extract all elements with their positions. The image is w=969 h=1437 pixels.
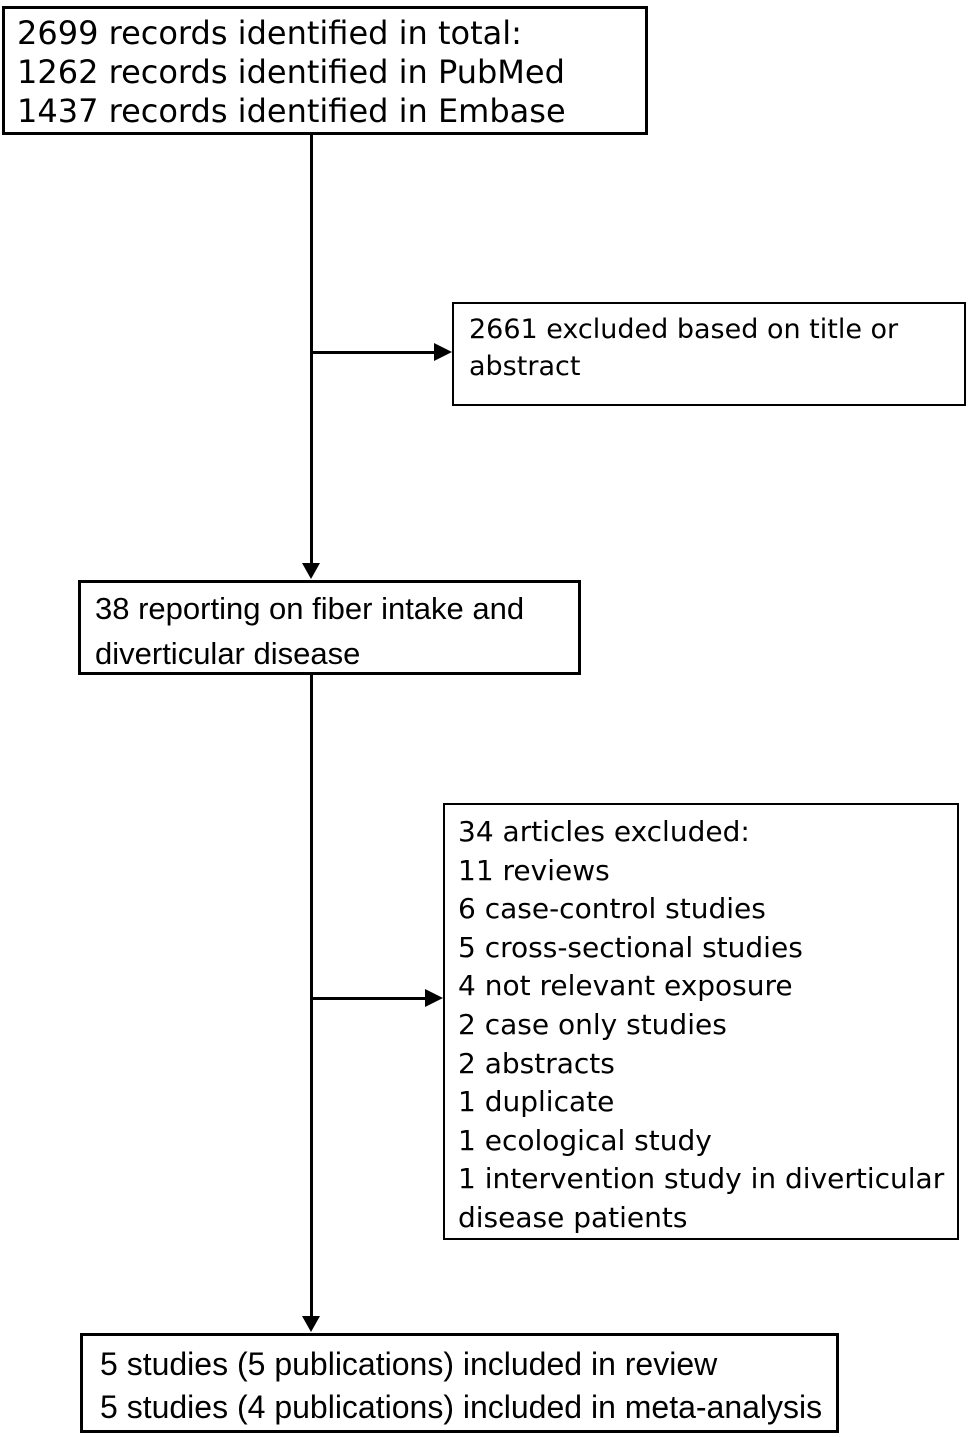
connector-vertical-1	[310, 135, 313, 563]
excluded-reason-not-relevant: 4 not relevant exposure	[458, 969, 793, 1003]
arrowhead-down-2	[302, 1316, 320, 1332]
fiber-reports-line: diverticular disease	[95, 636, 361, 671]
excluded-screening-line: 2661 excluded based on title or	[469, 314, 899, 345]
records-pubmed-line: 1262 records identified in PubMed	[17, 53, 565, 91]
included-review-line: 5 studies (5 publications) included in r…	[100, 1346, 718, 1382]
connector-vertical-2	[310, 675, 313, 1316]
excluded-reason-reviews: 11 reviews	[458, 853, 610, 887]
arrowhead-down-1	[302, 563, 320, 579]
excluded-articles-header: 34 articles excluded:	[458, 815, 750, 848]
box-records-identified: 2699 records identified in total: 1262 r…	[2, 6, 648, 135]
excluded-reason-duplicate: 1 duplicate	[458, 1085, 615, 1119]
box-included-studies: 5 studies (5 publications) included in r…	[80, 1333, 839, 1433]
included-meta-analysis-line: 5 studies (4 publications) included in m…	[100, 1389, 823, 1425]
box-fiber-intake-reports: 38 reporting on fiber intake and diverti…	[78, 580, 581, 675]
connector-branch-2	[313, 997, 427, 1000]
excluded-reason-case-control: 6 case-control studies	[458, 892, 766, 926]
excluded-reason-intervention: 1 intervention study in diverticular	[458, 1162, 945, 1196]
excluded-reason-case-only: 2 case only studies	[458, 1007, 727, 1041]
box-excluded-title-abstract: 2661 excluded based on title or abstract	[452, 302, 966, 406]
records-total-line: 2699 records identified in total:	[17, 14, 522, 52]
fiber-reports-line: 38 reporting on fiber intake and	[95, 591, 525, 626]
arrowhead-right-2	[425, 989, 443, 1007]
excluded-reason-abstracts: 2 abstracts	[458, 1046, 615, 1080]
box-articles-excluded: 34 articles excluded: 11 reviews 6 case-…	[443, 803, 959, 1240]
excluded-reason-ecological: 1 ecological study	[458, 1123, 712, 1157]
records-embase-line: 1437 records identified in Embase	[17, 92, 566, 130]
arrowhead-right-1	[434, 343, 452, 361]
excluded-screening-line: abstract	[469, 351, 581, 382]
excluded-reason-intervention-cont: disease patients	[458, 1200, 688, 1234]
excluded-reason-cross-sectional: 5 cross-sectional studies	[458, 930, 803, 964]
connector-branch-1	[313, 351, 436, 354]
